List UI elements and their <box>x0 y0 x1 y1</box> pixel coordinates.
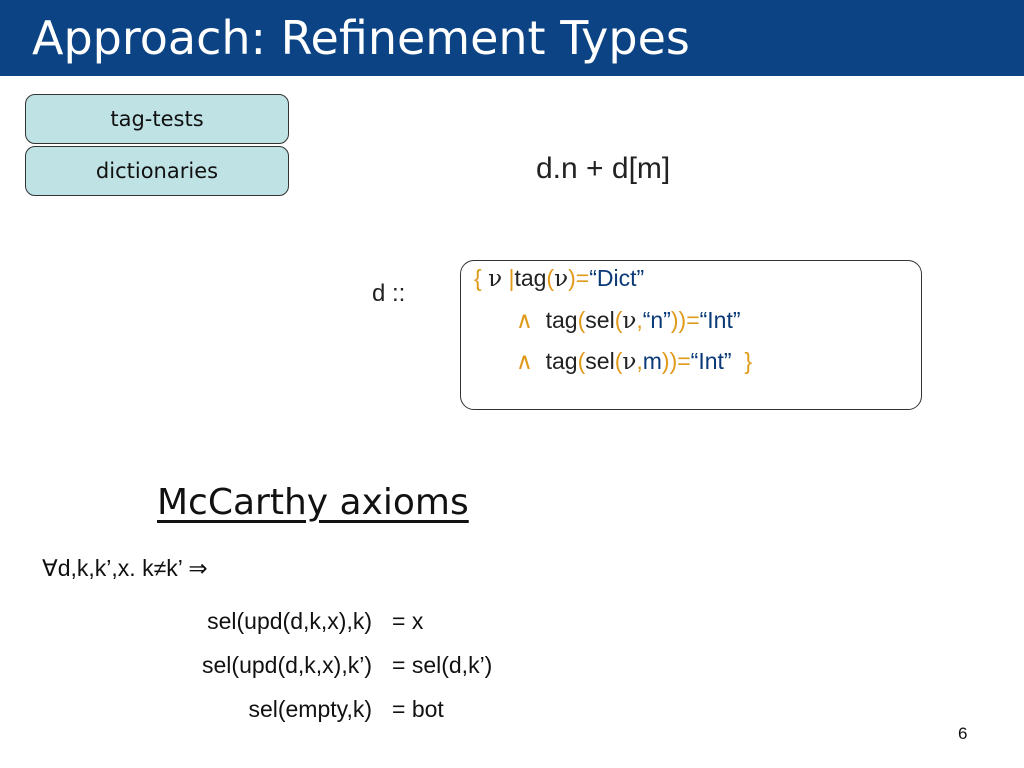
page-number: 6 <box>958 724 968 743</box>
paren: ( <box>577 348 586 374</box>
pill-label: tag-tests <box>110 107 204 131</box>
slide-title: Approach: Refinement Types <box>32 11 690 65</box>
string-dict: “Dict” <box>589 265 645 291</box>
paren: ( <box>614 348 623 374</box>
brace-close: } <box>744 348 753 374</box>
paren: ) <box>568 265 576 291</box>
sel-fn: sel <box>585 307 615 333</box>
axiom-lhs-1: sel(upd(d,k,x),k) <box>207 608 372 634</box>
expression: d.n + d[m] <box>536 152 671 185</box>
title-bar: Approach: Refinement Types <box>0 0 1024 76</box>
tag-fn: tag <box>514 265 547 291</box>
string-n: “n” <box>642 307 671 333</box>
refinement-line-2: ∧ tag(sel(ν,“n”))=“Int” <box>516 305 741 336</box>
brace-open: { <box>474 265 482 291</box>
equals: = <box>677 348 691 374</box>
axiom-rhs-1: = x <box>392 608 424 634</box>
comma: , <box>636 307 643 333</box>
key-m: m <box>642 348 662 374</box>
refinement-line-1: { ν |tag(ν)=“Dict” <box>474 263 644 294</box>
string-int: “Int” <box>699 307 741 333</box>
axiom-rhs-2: = sel(d,k’) <box>392 652 493 678</box>
pill-label: dictionaries <box>95 159 219 183</box>
tag-fn: tag <box>545 348 578 374</box>
type-label: d :: <box>372 280 406 307</box>
axiom-rhs-3: = bot <box>392 696 444 722</box>
and-symbol: ∧ <box>516 308 533 334</box>
refinement-line-3: ∧ tag(sel(ν,m))=“Int” } <box>516 346 752 377</box>
nu-var: ν <box>622 308 637 334</box>
string-int: “Int” <box>690 348 732 374</box>
tag-fn: tag <box>545 307 578 333</box>
equals: = <box>686 307 700 333</box>
sel-fn: sel <box>585 348 615 374</box>
paren: ( <box>546 265 555 291</box>
quantifier-line: ∀d,k,k’,x. k≠k’ ⇒ <box>42 555 208 581</box>
paren: ( <box>577 307 586 333</box>
pill-dictionaries: dictionaries <box>25 146 289 196</box>
equals: = <box>575 265 590 291</box>
nu-symbol: ν <box>488 266 503 292</box>
paren: )) <box>661 348 678 374</box>
axioms-heading: McCarthy axioms <box>157 482 469 523</box>
bar-symbol: | <box>508 265 515 291</box>
and-symbol: ∧ <box>516 349 533 375</box>
comma: , <box>636 348 643 374</box>
refinement-type-box <box>460 260 922 410</box>
paren: ( <box>614 307 623 333</box>
nu-var: ν <box>622 349 637 375</box>
axiom-lhs-2: sel(upd(d,k,x),k’) <box>202 652 372 678</box>
axiom-lhs-3: sel(empty,k) <box>248 696 372 722</box>
pill-tag-tests: tag-tests <box>25 94 289 144</box>
nu-var: ν <box>554 266 569 292</box>
paren: )) <box>670 307 687 333</box>
